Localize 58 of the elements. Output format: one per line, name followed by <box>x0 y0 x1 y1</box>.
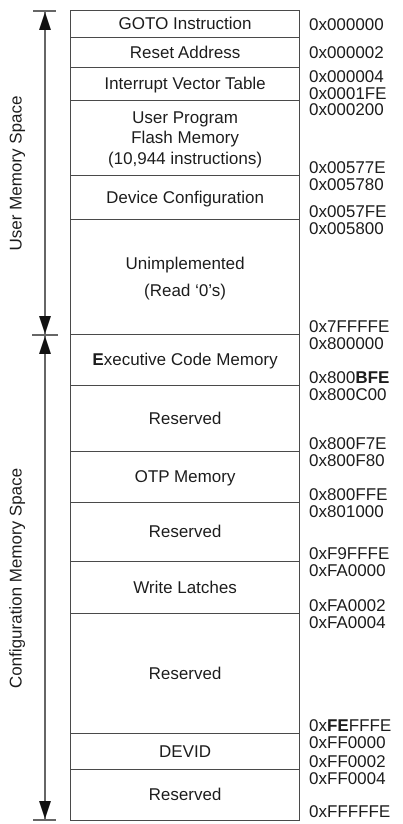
memory-region-box <box>70 451 300 504</box>
region-label: Reserved <box>148 664 222 684</box>
memory-space-label: Configuration Memory Space <box>8 467 26 688</box>
region-label: User Program Flash Memory <box>130 108 240 149</box>
address-label: 0x000004 <box>309 68 385 86</box>
memory-region-box <box>70 733 300 771</box>
region-label: GOTO Instruction <box>118 14 252 35</box>
memory-region-box <box>70 561 300 615</box>
address-label: 0xFEFFFE <box>309 717 392 735</box>
memory-region-box <box>70 37 300 69</box>
address-label: 0xFA0002 <box>309 597 386 615</box>
address-label: 0xFF0004 <box>309 770 387 788</box>
address-label: 0x800F80 <box>309 452 386 470</box>
memory-region-box <box>70 175 300 221</box>
region-label: Write Latches <box>133 578 237 598</box>
address-label: 0xFA0000 <box>309 562 386 580</box>
region-label: Executive Code Memory <box>92 350 278 371</box>
address-label: 0xFA0004 <box>309 614 387 632</box>
region-label: Reset Address <box>130 42 240 64</box>
address-label: 0x000000 <box>309 16 384 34</box>
memory-region-box <box>70 10 300 39</box>
address-label: 0xF9FFFE <box>309 545 390 563</box>
region-label: (Read ‘0’s) <box>144 280 226 301</box>
address-label: 0x0001FE <box>309 85 386 104</box>
address-label: 0x800000 <box>309 334 385 352</box>
address-label: 0x801000 <box>309 502 385 520</box>
address-label: 0x0057FE <box>309 203 386 221</box>
address-label: 0x800FFE <box>309 486 388 504</box>
memory-region-box <box>70 769 300 821</box>
address-label: 0x005800 <box>309 220 385 238</box>
region-label: OTP Memory <box>134 467 236 488</box>
memory-space-label: User Memory Space <box>8 96 26 250</box>
address-label: 0x000200 <box>309 100 385 118</box>
region-label: (10,944 instructions) <box>108 148 262 170</box>
region-label: Reserved <box>148 408 222 430</box>
memory-region-box <box>70 334 300 387</box>
region-label: Device Configuration <box>106 188 264 208</box>
address-label: 0x7FFFFE <box>309 318 390 336</box>
region-label: Interrupt Vector Table <box>104 74 266 95</box>
address-label: 0xFF0002 <box>309 753 386 771</box>
memory-region-box <box>70 67 300 102</box>
region-label: Reserved <box>148 784 222 806</box>
address-label: 0x800F7E <box>309 435 387 453</box>
memory-region-box <box>70 219 300 336</box>
address-label: 0x00577E <box>309 159 386 177</box>
region-label: Reserved <box>148 522 222 543</box>
region-label: Unimplemented <box>125 254 245 274</box>
memory-region-box <box>70 385 300 453</box>
address-label: 0x005780 <box>309 176 385 194</box>
address-label: 0x000002 <box>309 44 384 62</box>
address-label: 0x800C00 <box>309 386 387 404</box>
address-label: 0xFF0000 <box>309 734 386 752</box>
address-label: 0xFFFFFE <box>309 803 390 821</box>
address-label: 0x800BFE <box>309 369 390 387</box>
region-label: DEVID <box>159 742 211 762</box>
memory-region-box <box>70 502 300 563</box>
memory-region-box <box>70 100 300 177</box>
memory-region-box <box>70 613 300 735</box>
